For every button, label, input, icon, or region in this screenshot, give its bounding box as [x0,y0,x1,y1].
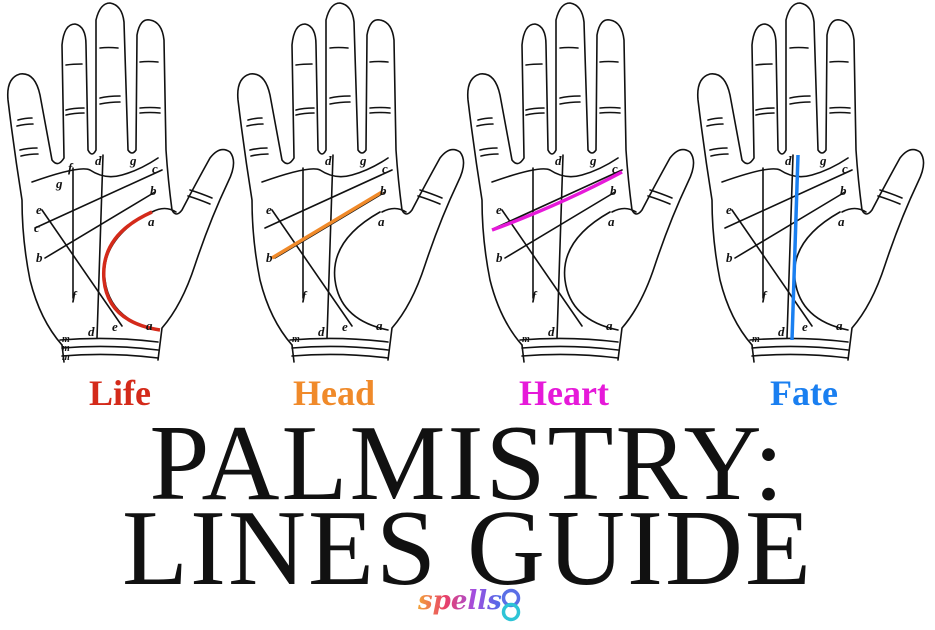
spells8-logo[interactable]: spells [418,584,528,628]
letter-f: f [72,288,78,303]
letter-m: m [62,343,70,354]
letter-a: a [838,214,845,229]
letter-a: a [836,318,843,333]
hand-illustration: a a b b c d d e f g m [466,2,695,363]
letter-d: d [778,324,785,339]
letter-d: d [325,153,332,168]
letter-e: e [496,202,502,217]
letter-f: f [68,160,74,175]
letter-c: c [34,220,40,235]
letter-f: f [762,288,768,303]
letter-g: g [55,176,63,191]
letter-a: a [148,214,155,229]
letter-d: d [88,324,95,339]
letter-g: g [359,153,367,168]
letter-c: c [382,161,388,176]
letter-b: b [150,183,157,198]
letter-a: a [608,214,615,229]
letter-b: b [496,250,503,265]
letter-m: m [62,334,70,345]
hand-life-line: a a b b c c d d e e f f g g m m m [0,0,240,370]
letter-m: m [292,334,300,345]
letter-f: f [532,288,538,303]
letter-m: m [522,334,530,345]
life-line-highlight [102,210,161,332]
label-life: Life [89,373,151,413]
hand-fate-line: a a b b c d d e e f g m [690,0,930,370]
letter-d: d [785,153,792,168]
infinity-8-icon [501,588,521,622]
letter-d: d [555,153,562,168]
letter-m: m [752,334,760,345]
letter-e: e [342,319,348,334]
letter-d: d [95,153,102,168]
letter-e: e [36,202,42,217]
letter-d: d [318,324,325,339]
letter-b: b [36,250,43,265]
letter-b: b [380,183,387,198]
hand-illustration: a a b b c d d e e f g m [236,2,465,363]
title-line-1: PALMISTRY: [149,404,786,523]
letter-g: g [129,153,137,168]
label-fate: Fate [770,373,838,413]
hand-illustration: a a b b c d d e e f g m [696,2,925,363]
logo-text: spells [418,586,502,616]
head-line-highlight [271,190,383,260]
letter-e: e [266,202,272,217]
letter-g: g [819,153,827,168]
letter-e: e [726,202,732,217]
label-head: Head [292,373,375,413]
title-line-2: LINES GUIDE [122,489,813,608]
fate-line-highlight [790,154,800,341]
letter-c: c [152,161,158,176]
letter-a: a [376,318,383,333]
hand-head-line: a a b b c d d e e f g m [230,0,470,370]
letter-f: f [302,288,308,303]
hand-heart-line: a a b b c d d e f g m [460,0,700,370]
letter-a: a [378,214,385,229]
hand-illustration: a a b b c c d d e e f f g g m m m [6,2,235,363]
letter-e: e [802,319,808,334]
letter-b: b [266,250,273,265]
letter-d: d [548,324,555,339]
letter-b: b [726,250,733,265]
letter-a: a [606,318,613,333]
heart-line-highlight [491,170,623,232]
letter-c: c [842,161,848,176]
letter-g: g [589,153,597,168]
letter-e: e [112,319,118,334]
letter-m: m [62,352,70,363]
letter-a: a [146,318,153,333]
letter-b: b [610,183,617,198]
letter-c: c [612,161,618,176]
letter-b: b [840,183,847,198]
label-heart: Heart [519,373,609,413]
